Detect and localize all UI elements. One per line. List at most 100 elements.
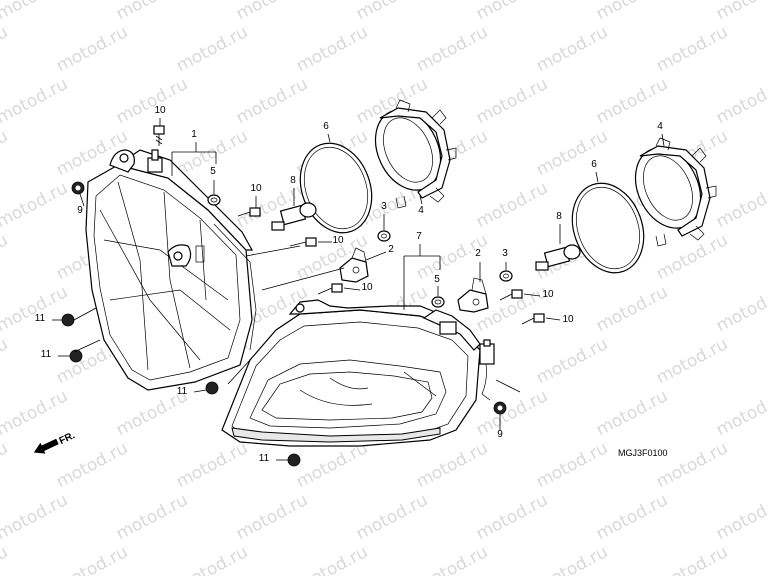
collar-right [431, 296, 445, 308]
front-direction-indicator: FR. [33, 430, 77, 454]
o-ring-right [571, 182, 645, 274]
grommet-left [71, 181, 85, 195]
stay-left [339, 247, 369, 283]
bulb-left [271, 202, 317, 231]
callout-c9a: 9 [77, 205, 83, 216]
watermark-text: motod.ru [0, 334, 11, 388]
watermark-text: motod.ru [593, 0, 671, 24]
watermark-text: motod.ru [533, 438, 611, 492]
watermark-text: motod.ru [713, 282, 768, 336]
watermark-text: motod.ru [233, 0, 311, 24]
front-arrow-icon [33, 438, 59, 454]
watermark-text: motod.ru [113, 490, 191, 544]
watermark-text: motod.ru [713, 74, 768, 128]
watermark-text: motod.ru [113, 0, 191, 24]
callout-c10c: 10 [332, 235, 344, 246]
callout-c10e: 10 [542, 289, 554, 300]
watermark-text: motod.ru [653, 438, 731, 492]
watermark-text: motod.ru [713, 178, 768, 232]
watermark-text: motod.ru [473, 386, 551, 440]
watermark-text: motod.ru [533, 542, 611, 576]
watermark-text: motod.ru [413, 542, 491, 576]
callout-c7: 7 [416, 231, 422, 242]
watermark-text: motod.ru [353, 490, 431, 544]
headlight-unit-right [221, 299, 495, 447]
nut-left [377, 230, 391, 242]
callout-c10a: 10 [154, 105, 166, 116]
bolt-c [289, 237, 317, 247]
bolt-d [317, 283, 343, 295]
watermark-text: motod.ru [113, 74, 191, 128]
callout-c10d: 10 [361, 282, 373, 293]
callout-c2b: 2 [475, 248, 481, 259]
watermark-text: motod.ru [413, 22, 491, 76]
dust-cover-right [634, 137, 717, 247]
watermark-text: motod.ru [173, 542, 251, 576]
watermark-text: motod.ru [473, 490, 551, 544]
watermark-text: motod.ru [0, 438, 11, 492]
watermark-text: motod.ru [173, 22, 251, 76]
callout-c8b: 8 [556, 211, 562, 222]
callout-c6b: 6 [591, 159, 597, 170]
watermark-text: motod.ru [533, 126, 611, 180]
watermark-text: motod.ru [0, 0, 71, 24]
watermark-text: motod.ru [0, 282, 71, 336]
leader-lines [52, 118, 665, 461]
bushing-d [287, 453, 301, 467]
callout-c4a: 4 [418, 205, 424, 216]
bushing-b [69, 349, 83, 363]
watermark-text: motod.ru [593, 490, 671, 544]
watermark-text: motod.ru [533, 334, 611, 388]
bushing-c [205, 381, 219, 395]
watermark-text: motod.ru [53, 22, 131, 76]
callout-c11b: 11 [41, 349, 52, 360]
watermark-text: motod.ru [0, 230, 11, 284]
watermark-text: motod.ru [293, 542, 371, 576]
headlight-unit-left [85, 149, 257, 391]
watermark-text: motod.ru [233, 74, 311, 128]
callout-c3a: 3 [381, 201, 387, 212]
bolt-a [153, 125, 165, 146]
watermark-text: motod.ru [0, 22, 11, 76]
bolt-b [237, 207, 261, 217]
watermark-text: motod.ru [0, 178, 71, 232]
nut-right [499, 270, 513, 282]
watermark-text: motod.ru [0, 386, 71, 440]
watermark-text: motod.ru [353, 0, 431, 24]
callout-c8a: 8 [290, 175, 296, 186]
watermark-text: motod.ru [653, 542, 731, 576]
watermark-text: motod.ru [713, 490, 768, 544]
watermark-text: motod.ru [293, 22, 371, 76]
callout-c2a: 2 [388, 244, 394, 255]
watermark-text: motod.ru [0, 490, 71, 544]
o-ring-left [299, 142, 373, 234]
watermark-text: motod.ru [533, 22, 611, 76]
watermark-text: motod.ru [653, 334, 731, 388]
watermark-text: motod.ru [593, 386, 671, 440]
callout-c3b: 3 [502, 248, 508, 259]
bolt-e [499, 289, 523, 301]
front-label: FR. [58, 430, 77, 447]
watermark-text: motod.ru [713, 0, 768, 24]
callout-c5b: 5 [434, 274, 440, 285]
callout-c11d: 11 [259, 453, 270, 464]
collar-left [207, 194, 221, 206]
bolt-f [521, 313, 545, 325]
watermark-text: motod.ru [53, 438, 131, 492]
watermark-text: motod.ru [173, 438, 251, 492]
callout-c10b: 10 [250, 183, 262, 194]
watermark-text: motod.ru [233, 490, 311, 544]
callout-c6a: 6 [323, 121, 329, 132]
grommet-right [493, 401, 507, 415]
watermark-text: motod.ru [53, 542, 131, 576]
callout-c10f: 10 [562, 314, 574, 325]
bulb-right [535, 244, 581, 271]
bushing-a [61, 313, 75, 327]
watermark-text: motod.ru [413, 438, 491, 492]
watermark-text: motod.ru [473, 0, 551, 24]
stay-right [457, 277, 489, 313]
callout-c4b: 4 [657, 121, 663, 132]
watermark-text: motod.ru [473, 178, 551, 232]
